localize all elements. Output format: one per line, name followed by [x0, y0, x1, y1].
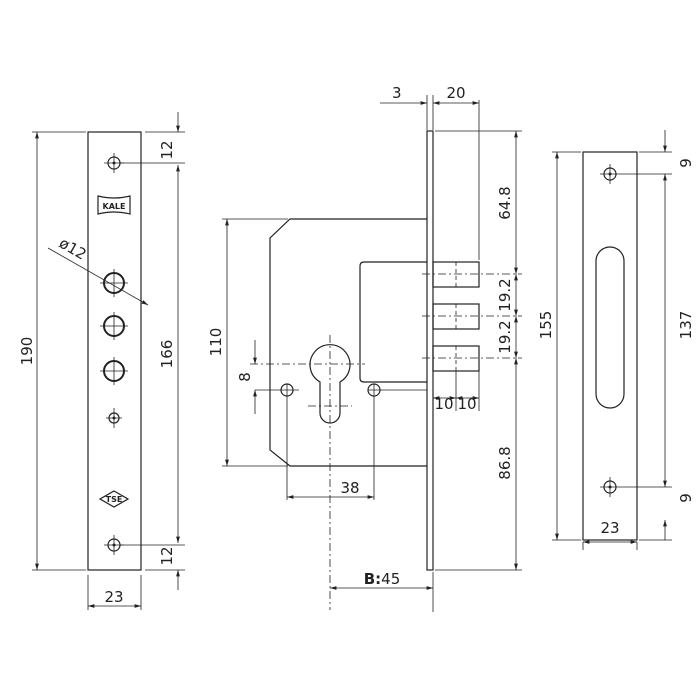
strike-plate-view: 155 137 9 9 23 [537, 130, 695, 550]
inner-case [359, 261, 427, 383]
dim-9-top: 9 [677, 158, 695, 168]
dim-190: 190 [18, 337, 36, 366]
dim-64-8: 64.8 [496, 186, 514, 219]
dim-23-faceplate: 23 [104, 588, 123, 606]
forend-plate [426, 130, 434, 571]
dim-19-2-b: 19.2 [496, 320, 514, 353]
tse-logo: TSE [98, 490, 130, 508]
dim-diameter-12: ø12 [56, 234, 89, 264]
dim-38: 38 [340, 479, 359, 497]
dim-8: 8 [236, 372, 254, 382]
dim-3: 3 [392, 84, 402, 102]
dim-137: 137 [677, 311, 695, 340]
dim-12-top: 12 [158, 140, 176, 159]
dim-20: 20 [446, 84, 465, 102]
strike-screw-bottom [600, 477, 672, 497]
strike-plate-outline [582, 151, 638, 541]
dim-10-a: 10 [434, 395, 453, 413]
dim-110: 110 [207, 328, 225, 357]
dim-9-bottom: 9 [677, 493, 695, 503]
svg-text:KALE: KALE [103, 202, 126, 211]
dim-12-bottom: 12 [158, 546, 176, 565]
bolt-slot [595, 246, 625, 409]
lock-body-view: 110 8 38 B:45 3 20 64.8 19.2 19.2 86.8 1… [207, 84, 522, 612]
dim-155: 155 [537, 311, 555, 340]
strike-screw-top [600, 164, 672, 184]
kale-logo: KALE [97, 195, 131, 215]
dim-166: 166 [158, 340, 176, 369]
dim-backset: B:45 [364, 570, 401, 588]
dim-10-b: 10 [457, 395, 476, 413]
dim-19-2-a: 19.2 [496, 278, 514, 311]
lock-case [269, 218, 427, 467]
bolt-holes [100, 269, 128, 385]
cylinder-cutout [309, 344, 351, 424]
screw-hole-middle [106, 408, 122, 428]
dim-23-strike: 23 [600, 519, 619, 537]
faceplate-view: KALE TSE 190 166 12 12 23 ø12 [18, 112, 185, 610]
deadbolts [422, 261, 522, 372]
dim-86-8: 86.8 [496, 446, 514, 479]
faceplate-outline [87, 131, 142, 571]
svg-text:TSE: TSE [106, 495, 123, 504]
